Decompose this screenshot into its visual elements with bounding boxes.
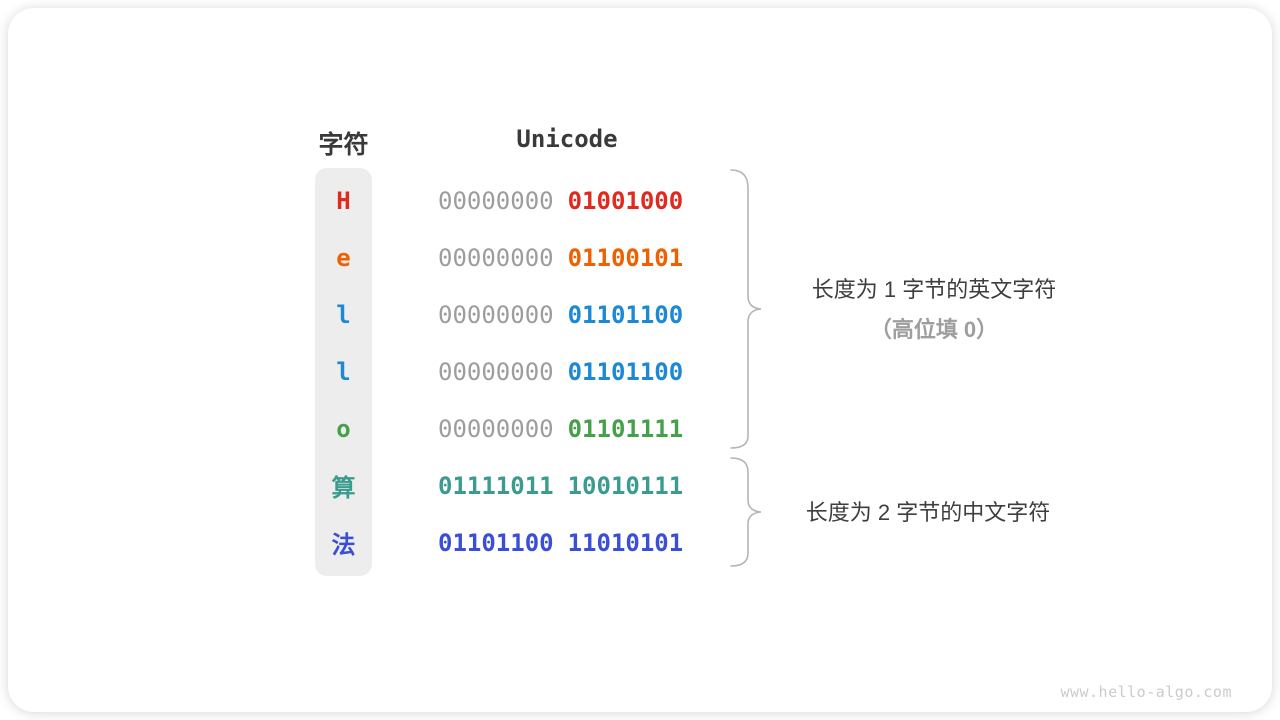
annotation-text: 长度为 2 字节的中文字符 bbox=[805, 500, 1051, 525]
unicode-bytes: 00000000 01100101 bbox=[438, 229, 683, 286]
byte-low: 01101111 bbox=[567, 414, 684, 443]
byte-low: 01100101 bbox=[567, 243, 684, 272]
table-row-e: e 00000000 01100101 bbox=[8, 229, 1272, 286]
column-header-char: 字符 bbox=[318, 131, 369, 159]
annotation-chinese-chars: 长度为 2 字节的中文字符 bbox=[758, 495, 1098, 527]
byte-low: 01001000 bbox=[567, 186, 684, 215]
character-cell: l bbox=[336, 357, 351, 386]
character-cell: o bbox=[336, 414, 351, 443]
unicode-bytes: 00000000 01101111 bbox=[438, 400, 683, 457]
diagram-card: 字符 Unicode H 00000000 01001000 e 0000000… bbox=[8, 8, 1272, 712]
group-braces bbox=[730, 169, 762, 567]
byte-low: 11010101 bbox=[567, 528, 684, 557]
encoding-table: H 00000000 01001000 e 00000000 01100101 … bbox=[8, 172, 1272, 571]
character-cell: l bbox=[336, 300, 351, 329]
byte-high: 01101100 bbox=[438, 528, 554, 557]
character-column-background bbox=[315, 168, 372, 576]
unicode-bytes: 00000000 01101100 bbox=[438, 286, 683, 343]
character-cell: e bbox=[336, 243, 351, 272]
character-cell: 算 bbox=[331, 475, 356, 502]
table-row-h: H 00000000 01001000 bbox=[8, 172, 1272, 229]
annotation-subtext: （高位填 0） bbox=[869, 317, 999, 342]
table-row-l2: l 00000000 01101100 bbox=[8, 343, 1272, 400]
brace-2-byte-group bbox=[730, 457, 762, 567]
byte-high: 00000000 bbox=[438, 243, 554, 272]
annotation-english-chars: 长度为 1 字节的英文字符 （高位填 0） bbox=[764, 270, 1104, 350]
unicode-bytes: 00000000 01001000 bbox=[438, 172, 683, 229]
watermark-url: www.hello-algo.com bbox=[1060, 683, 1232, 701]
byte-high: 01111011 bbox=[438, 471, 554, 500]
byte-high: 00000000 bbox=[438, 186, 554, 215]
unicode-bytes: 01101100 11010101 bbox=[438, 514, 683, 571]
byte-high: 00000000 bbox=[438, 357, 554, 386]
byte-low: 10010111 bbox=[567, 471, 684, 500]
unicode-bytes: 00000000 01101100 bbox=[438, 343, 683, 400]
table-row-o: o 00000000 01101111 bbox=[8, 400, 1272, 457]
table-row-fa: 法 01101100 11010101 bbox=[8, 514, 1272, 571]
character-cell: H bbox=[336, 186, 351, 215]
byte-high: 00000000 bbox=[438, 414, 554, 443]
byte-low: 01101100 bbox=[567, 300, 684, 329]
table-row-suan: 算 01111011 10010111 bbox=[8, 457, 1272, 514]
brace-1-byte-group bbox=[730, 169, 762, 449]
annotation-text: 长度为 1 字节的英文字符 bbox=[811, 277, 1057, 302]
character-cell: 法 bbox=[331, 532, 356, 559]
byte-low: 01101100 bbox=[567, 357, 684, 386]
byte-high: 00000000 bbox=[438, 300, 554, 329]
unicode-bytes: 01111011 10010111 bbox=[438, 457, 683, 514]
column-header-unicode: Unicode bbox=[516, 125, 618, 153]
table-row-l1: l 00000000 01101100 bbox=[8, 286, 1272, 343]
